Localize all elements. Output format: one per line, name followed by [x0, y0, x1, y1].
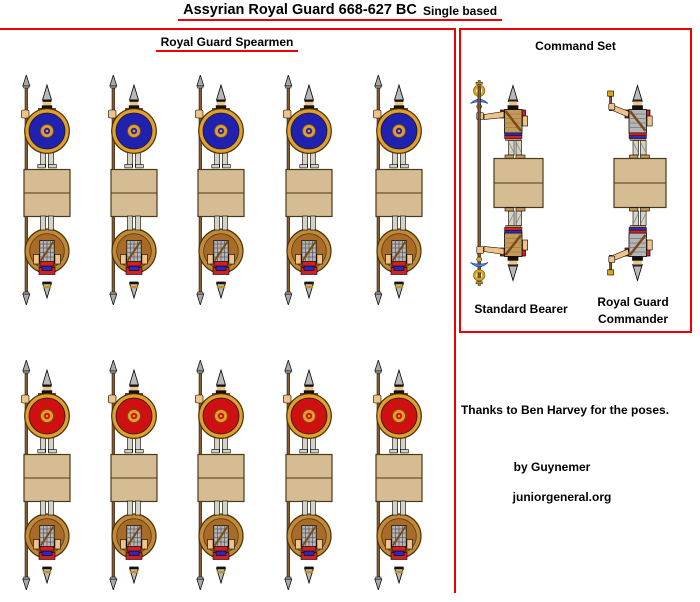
spearman-svg: [108, 358, 158, 592]
front-figure: [373, 368, 422, 454]
fold-base: [375, 453, 423, 503]
page-title-text: Assyrian Royal Guard 668-627 BC: [178, 2, 422, 21]
spearman-figure: [99, 73, 169, 307]
spearman-svg: [108, 73, 158, 307]
fold-base: [493, 157, 544, 209]
commander-body: [608, 84, 653, 159]
back-figure: [111, 215, 157, 300]
flipped-copy: [470, 86, 528, 286]
bearer-body: [476, 207, 528, 282]
back-figure: [286, 500, 332, 585]
spearman-svg: [21, 73, 71, 307]
spearman-svg: [195, 358, 245, 592]
credit-thanks: Thanks to Ben Harvey for the poses.: [460, 403, 670, 417]
standard: [470, 86, 489, 286]
front-figure: [283, 83, 332, 169]
front-figure: [283, 368, 332, 454]
fold-base: [197, 453, 245, 503]
commander-caption-line1: Royal Guard: [597, 295, 669, 309]
page-title: Assyrian Royal Guard 668-627 BC: [140, 2, 460, 21]
commander-svg: [607, 84, 667, 282]
spearman-figure: [364, 358, 434, 592]
spearman-svg: [373, 73, 423, 307]
commander-caption-line2: Commander: [597, 312, 668, 326]
fold-base: [110, 168, 158, 218]
back-figure: [24, 215, 70, 300]
spearman-figure: [99, 358, 169, 592]
fold-base: [285, 168, 333, 218]
fold-base: [375, 168, 423, 218]
spearmen-row-1: [0, 73, 454, 307]
spearman-figure: [186, 73, 256, 307]
standard-bearer-figure: [467, 80, 557, 290]
credit-author: by Guynemer: [513, 460, 591, 474]
spearmen-panel: Royal Guard Spearmen: [0, 28, 456, 593]
fold-base: [23, 453, 71, 503]
commander-caption: Royal Guard Commander: [575, 294, 691, 328]
spearman-svg: [195, 73, 245, 307]
spearmen-panel-label: Royal Guard Spearmen: [0, 35, 454, 52]
back-figure: [376, 500, 422, 585]
spearman-figure: [274, 358, 344, 592]
fold-base: [110, 453, 158, 503]
command-panel-label: Command Set: [535, 39, 616, 53]
front-figure: [21, 368, 70, 454]
front-figure: [195, 83, 244, 169]
fold-base: [285, 453, 333, 503]
spearman-svg: [373, 358, 423, 592]
spearman-figure: [12, 358, 82, 592]
spearman-figure: [12, 73, 82, 307]
back-figure: [111, 500, 157, 585]
fold-base: [197, 168, 245, 218]
flipped-copy: [607, 207, 653, 282]
spearman-figure: [274, 73, 344, 307]
back-figure: [376, 215, 422, 300]
front-figure: [373, 83, 422, 169]
back-figure: [198, 500, 244, 585]
bearer-body: [476, 84, 528, 159]
spearman-svg: [21, 358, 71, 592]
spearman-svg: [283, 73, 333, 307]
standard-bearer-caption: Standard Bearer: [474, 302, 568, 316]
front-figure: [195, 368, 244, 454]
spearmen-row-2: [0, 358, 454, 592]
front-figure: [108, 368, 157, 454]
basing-note: Single based: [418, 4, 503, 21]
standard-bearer-svg: [470, 80, 544, 286]
spearman-figure: [186, 358, 256, 592]
back-figure: [24, 500, 70, 585]
front-figure: [21, 83, 70, 169]
back-figure: [286, 215, 332, 300]
front-figure: [108, 83, 157, 169]
spearman-figure: [364, 73, 434, 307]
fold-base: [613, 157, 667, 209]
commander-figure: [590, 80, 680, 290]
fold-base: [23, 168, 71, 218]
spearman-svg: [283, 358, 333, 592]
command-panel: Command Set: [459, 28, 692, 333]
basing-note-text: Single based: [418, 4, 503, 21]
credit-site: juniorgeneral.org: [512, 490, 612, 504]
commander-body: [608, 207, 653, 282]
back-figure: [198, 215, 244, 300]
